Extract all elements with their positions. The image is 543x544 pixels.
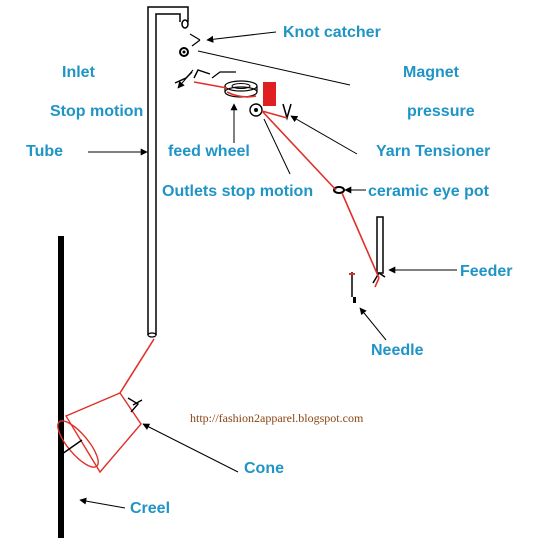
label-outlets-stop-motion: Outlets stop motion (162, 183, 313, 200)
cone-icon (57, 392, 143, 474)
leader-arrows (79, 31, 457, 509)
yarn-path (119, 81, 380, 394)
knot-catcher-icon (181, 19, 201, 47)
label-tube: Tube (26, 143, 63, 160)
label-feeder: Feeder (460, 263, 512, 280)
watermark-url: http://fashion2apparel.blogspot.com (190, 411, 364, 425)
label-needle: Needle (371, 342, 424, 359)
label-yarn-tensioner: Yarn Tensioner (376, 143, 490, 160)
label-magnet: Magnet (403, 64, 460, 81)
inlet-stop-motion-icon (174, 47, 236, 84)
label-pressure: pressure (407, 103, 475, 120)
outlet-stop-motion-icon (249, 103, 263, 117)
tube (147, 6, 189, 335)
label-cone: Cone (244, 460, 284, 477)
label-knot-catcher: Knot catcher (283, 24, 381, 41)
needle-icon (349, 272, 356, 303)
label-creel: Creel (130, 500, 170, 517)
feed-wheel-icon (224, 80, 258, 98)
label-feed-wheel: feed wheel (168, 143, 250, 160)
ceramic-eye-pot-icon (333, 186, 345, 194)
label-inlet: Inlet (62, 64, 96, 81)
magnet-block (263, 82, 276, 106)
label-ceramic-eye-pot: ceramic eye pot (368, 183, 490, 200)
label-stop-motion: Stop motion (50, 103, 143, 120)
yarn-tensioner-icon (282, 103, 292, 121)
feeder-icon (372, 216, 386, 284)
